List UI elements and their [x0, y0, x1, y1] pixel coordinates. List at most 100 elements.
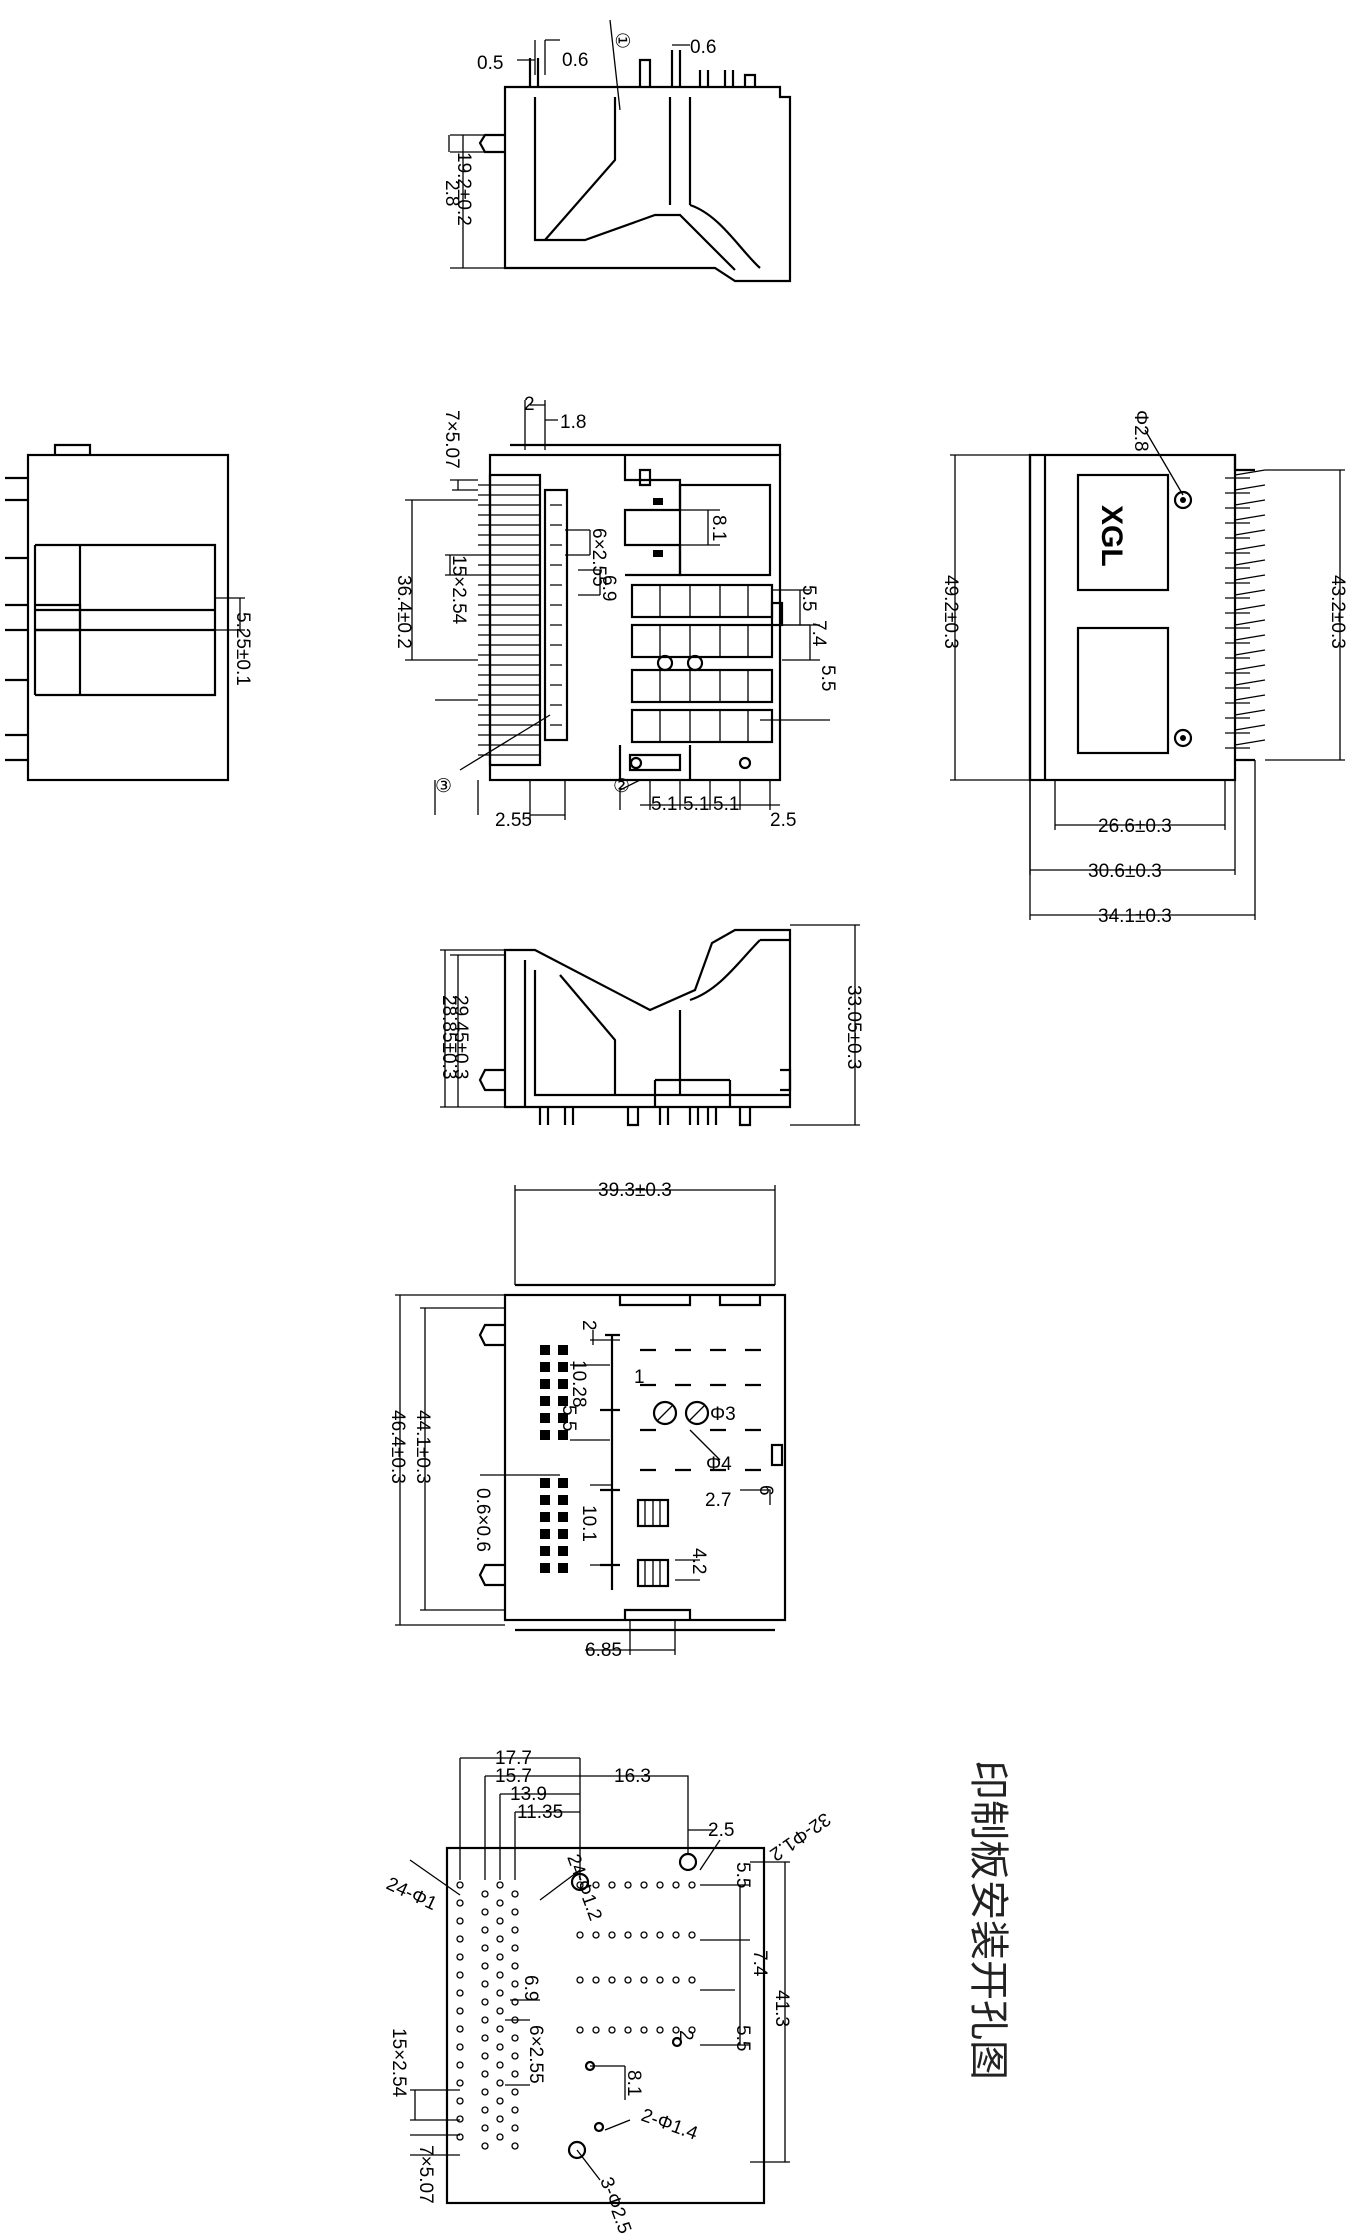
- pcb-hole: [456, 1881, 464, 1889]
- dim-pcb-12: 5.5: [732, 2025, 753, 2051]
- pcb-hole: [576, 1931, 584, 1939]
- pcb-hole: [456, 1953, 464, 1961]
- dim-pcb-4: 16.3: [614, 1766, 651, 1787]
- dim-bottom-11: 0.6×0.6: [472, 1488, 493, 1552]
- pcb-hole: [624, 1881, 632, 1889]
- pcb-hole: [496, 2061, 504, 2069]
- pcb-hole: [496, 1917, 504, 1925]
- dim-pcb-11: 41.3: [771, 1990, 792, 2027]
- pcb-hole: [511, 1890, 519, 1898]
- dim-front-0: 2: [524, 394, 535, 415]
- pcb-hole: [640, 1931, 648, 1939]
- dim-front-6: 15×2.54: [448, 555, 469, 625]
- dim-pcb-0: 17.7: [495, 1748, 532, 1769]
- dim-bottom-3: 2: [578, 1320, 599, 1331]
- dim-front-10: 5.5: [817, 665, 838, 691]
- brand-logo: XGL: [1095, 505, 1128, 567]
- dim-front-8: 5.5: [798, 585, 819, 611]
- pcb-hole: [481, 2052, 489, 2060]
- dim-pcb-1: 15.7: [495, 1766, 532, 1787]
- pcb-hole: [511, 2034, 519, 2042]
- dim-bottom-2: 46.4±0.3: [387, 1410, 408, 1484]
- pcb-hole: [672, 1976, 680, 1984]
- pcb-hole: [481, 1926, 489, 1934]
- pcb-hole: [456, 1899, 464, 1907]
- callout-2: ②: [613, 776, 630, 797]
- pcb-hole: [640, 1976, 648, 1984]
- pcb-hole: [511, 1908, 519, 1916]
- dim-bottom-0: 39.3±0.3: [598, 1180, 672, 1201]
- dim-side-2: 33.05±0.3: [843, 985, 864, 1069]
- dim-pcb-15: 15×2.54: [388, 2028, 409, 2098]
- front-pin-block: [478, 473, 569, 767]
- dim-front-5: 6.9: [598, 575, 619, 601]
- pcb-hole: [456, 1917, 464, 1925]
- dim-front-15: 2.55: [495, 810, 532, 831]
- dim-bottom-12: 10.1: [578, 1505, 599, 1542]
- dim-bottom-5: 10.28: [568, 1360, 589, 1408]
- dim-pcb-16: 8.1: [623, 2070, 644, 2096]
- dim-bottom-6: 5.5: [558, 1405, 579, 1431]
- pcb-hole: [456, 2007, 464, 2015]
- pcb-hole: [640, 1881, 648, 1889]
- dim-front-4: 6×2.55: [588, 528, 609, 587]
- pcb-hole: [481, 1980, 489, 1988]
- dim-pcb-6: 32-Φ1.2: [766, 1808, 835, 1865]
- dim-pcb-9: 5.5: [732, 1862, 753, 1888]
- pcb-hole: [496, 2043, 504, 2051]
- pcb-title-text: 印制板安装开孔图: [965, 1760, 1011, 2080]
- dim-side-0: 28.85±0.3: [438, 995, 459, 1079]
- pcb-hole: [481, 1962, 489, 1970]
- dim-pcb-14: 6×2.55: [525, 2025, 546, 2084]
- dim-front-11: 5.1: [651, 794, 677, 815]
- dim-bottom-9: 2.7: [705, 1490, 731, 1511]
- side-view: 28.85±0.3 29.45±0.3 33.05±0.3: [438, 924, 864, 1127]
- pcb-hole: [496, 1935, 504, 1943]
- pcb-hole: [456, 2061, 464, 2069]
- right-pins: [1225, 469, 1266, 749]
- pcb-hole: [481, 2070, 489, 2078]
- pcb-hole: [481, 2088, 489, 2096]
- pcb-hole: [608, 1976, 616, 1984]
- pcb-hole: [576, 1881, 584, 1889]
- dim-right-4: 30.6±0.3: [1088, 861, 1162, 882]
- dim-right-2: 43.2±0.3: [1327, 575, 1348, 649]
- dim-pcb-10: 7.4: [749, 1950, 770, 1977]
- dim-top-1: 0.6: [562, 50, 588, 71]
- pcb-hole: [656, 1976, 664, 1984]
- pcb-hole: [688, 1881, 696, 1889]
- dim-right-0: Φ2.8: [1130, 410, 1151, 452]
- pcb-hole: [481, 2034, 489, 2042]
- dim-front-2: 7×5.07: [441, 410, 462, 469]
- pcb-hole: [576, 2026, 584, 2034]
- pcb-hole: [456, 1935, 464, 1943]
- dim-top-0: 0.5: [477, 53, 503, 74]
- pcb-hole: [481, 1908, 489, 1916]
- pcb-hole: [511, 2142, 519, 2150]
- pcb-hole: [511, 2124, 519, 2132]
- pcb-hole: [456, 2079, 464, 2087]
- front-view: 2 1.8 7×5.07 8.1 6×2.55 6.9 15×2.54 36.4…: [393, 394, 838, 831]
- pcb-hole: [496, 1971, 504, 1979]
- left-pins: [5, 476, 28, 762]
- dim-right-5: 34.1±0.3: [1098, 906, 1172, 927]
- pcb-layout: 17.7 15.7 13.9 11.35 16.3 2.5 32-Φ1.2 24…: [383, 1748, 834, 2236]
- dim-pcb-13: 6.9: [520, 1975, 541, 2001]
- pcb-hole: [592, 1931, 600, 1939]
- right-view: XGL Φ2.8 49.2±0.3 43.2±0.3 26.6±0.3 30.6…: [940, 410, 1348, 927]
- callout-1: ①: [611, 32, 632, 49]
- pcb-hole: [456, 1971, 464, 1979]
- dim-right-3: 26.6±0.3: [1098, 816, 1172, 837]
- dim-bottom-4: 1: [634, 1367, 645, 1388]
- pcb-hole: [656, 2026, 664, 2034]
- pcb-hole: [576, 1976, 584, 1984]
- pcb-hole: [672, 1931, 680, 1939]
- side-pins: [538, 1107, 752, 1127]
- pcb-hole: [511, 1944, 519, 1952]
- pcb-hole: [496, 2115, 504, 2123]
- pcb-hole: [496, 1989, 504, 1997]
- dim-pcb-7: 24-Φ1: [383, 1873, 440, 1915]
- callout-3: ③: [435, 776, 452, 797]
- pcb-hole: [496, 1899, 504, 1907]
- pcb-hole: [672, 1881, 680, 1889]
